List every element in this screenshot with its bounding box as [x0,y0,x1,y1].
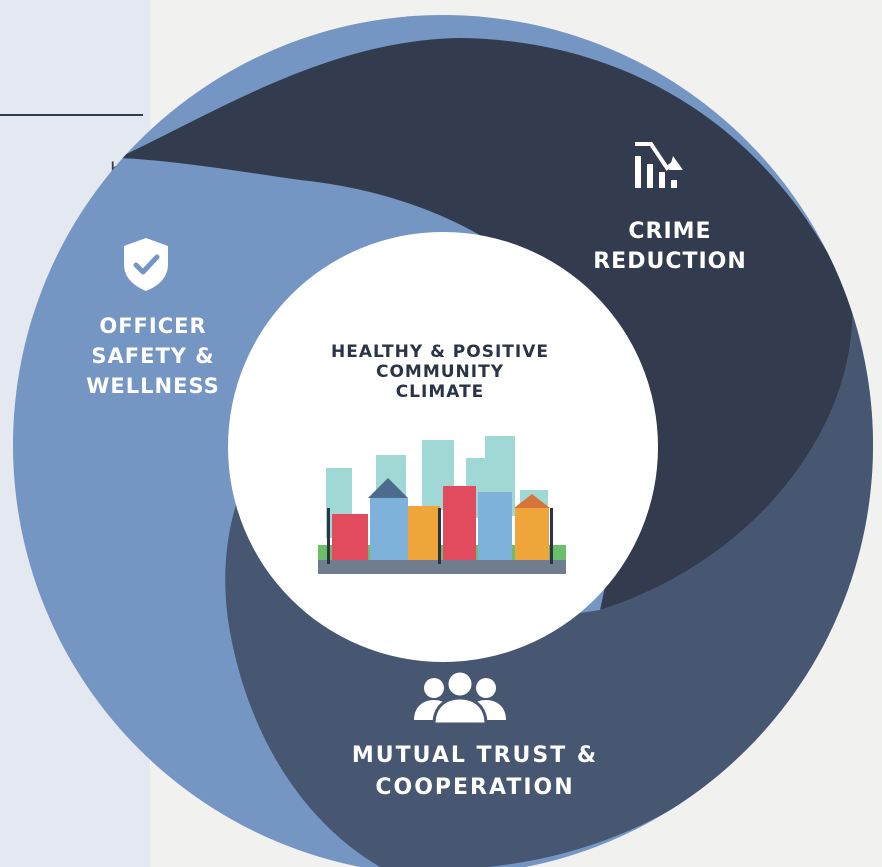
city-street-icon [318,436,566,574]
segment-mutual-trust [225,300,873,867]
divider-rule [0,114,143,116]
center-title: HEALTHY & POSITIVE COMMUNITY CLIMATE [331,342,549,402]
declining-chart-icon [633,140,685,190]
segment-label-officer: OFFICER SAFETY & WELLNESS [86,314,220,398]
segment-crime-reduction [118,38,853,610]
segment-label-trust: MUTUAL TRUST & COOPERATION [351,743,599,800]
segment-label-crime: CRIME REDUCTION [593,219,747,274]
shield-check-icon [122,236,170,292]
people-group-icon [412,669,508,726]
